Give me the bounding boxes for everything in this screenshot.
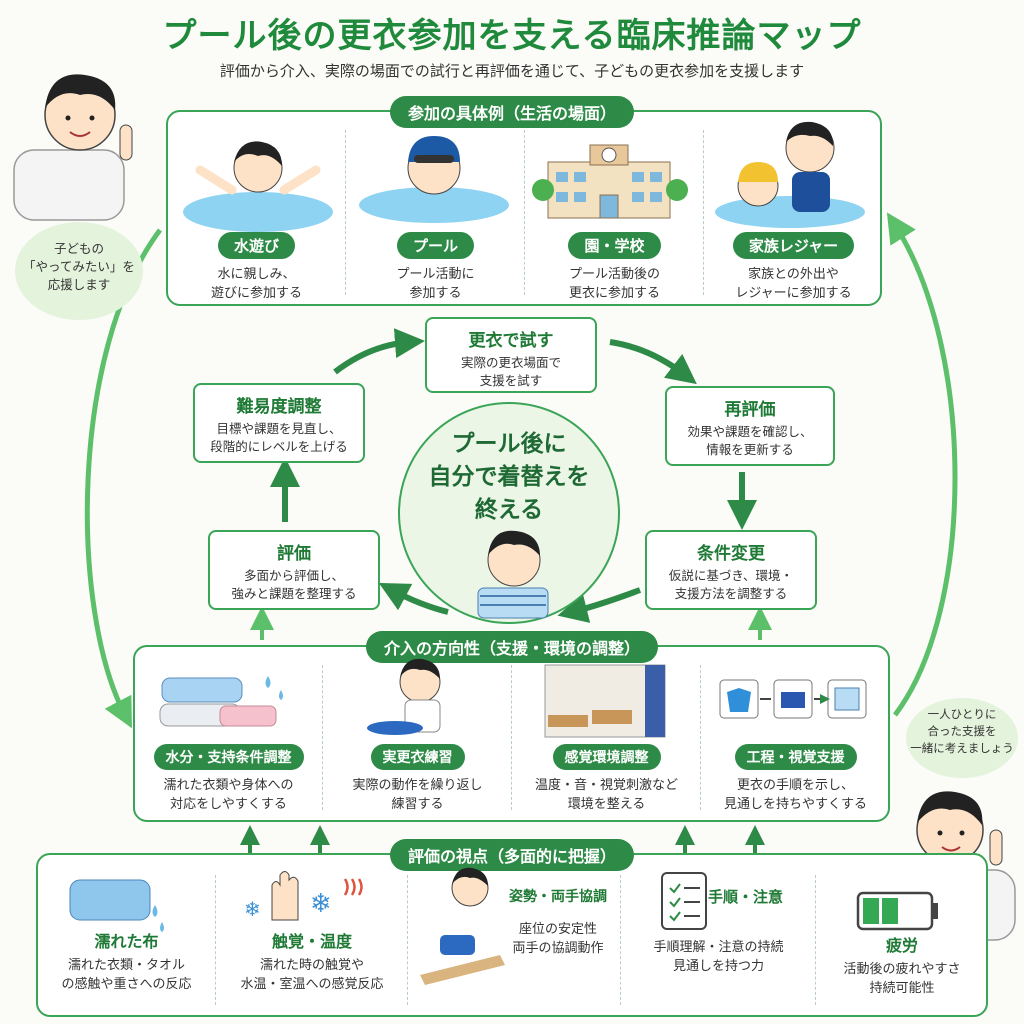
cycle-box-condition-change: 条件変更 仮説に基づき、環境・ 支援方法を調整する (645, 530, 817, 610)
assessment-item-touch-temperature: 触覚・温度 濡れた時の触覚や 水温・室温への感覚反応 (217, 928, 407, 994)
intervention-item-desc: 実際の動作を繰り返し 練習する (352, 778, 483, 812)
encouragement-bubble-right: 一人ひとりに 合った支援を 一緒に考えましょう (906, 698, 1018, 778)
intervention-item-name: 水分・支持条件調整 (153, 744, 304, 770)
cycle-box-assess: 評価 多面から評価し、 強みと課題を整理する (208, 530, 380, 610)
arrow-center-to-assess (378, 582, 449, 615)
participation-item-name: プール (396, 232, 474, 259)
cycle-box-difficulty: 難易度調整 目標や課題を見直し、 段階的にレベルを上げる (193, 383, 365, 463)
outer-loop-right-arrow (886, 212, 958, 717)
center-goal-text: プール後に 自分で着替えを 終える (428, 431, 590, 523)
participation-item-name: 水遊び (217, 232, 295, 259)
assessment-item-wet-cloth: 濡れた布 濡れた衣類・タオル の感触や重さへの反応 (38, 928, 215, 994)
intervention-item-practice: 実更衣練習 実際の動作を繰り返し 練習する (324, 744, 511, 814)
assessment-item-desc: 座位の安定性 両手の協調動作 (512, 922, 604, 956)
participation-item-family-leisure: 家族レジャー 家族との外出や レジャーに参加する (705, 232, 882, 303)
arrow-change-to-center (557, 587, 642, 623)
assessment-item-name: 疲労 (885, 936, 918, 955)
participation-item-desc: プール活動後の 更衣に参加する (568, 267, 660, 301)
assessment-item-fatigue: 疲労 活動後の疲れやすさ 持続可能性 (817, 932, 987, 998)
cycle-box-title: 更衣で試す (468, 331, 554, 351)
participation-item-desc: 家族との外出や レジャーに参加する (735, 267, 852, 301)
participation-item-water-play: 水遊び 水に親しみ、 遊びに参加する (168, 232, 345, 303)
participation-item-school: 園・学校 プール活動後の 更衣に参加する (526, 232, 703, 303)
participation-item-name: 園・学校 (568, 232, 661, 259)
cycle-box-desc: 効果や課題を確認し、 情報を更新する (687, 424, 813, 457)
assessment-item-desc: 手順理解・注意の持続 見通しを持つ力 (653, 940, 784, 974)
cycle-box-try: 更衣で試す 実際の更衣場面で 支援を試す (425, 317, 597, 393)
arrow-difficulty-to-try (333, 328, 425, 375)
intervention-item-desc: 温度・音・視覚刺激など 環境を整える (534, 778, 678, 812)
participation-item-desc: 水に親しみ、 遊びに参加する (210, 267, 302, 301)
assessment-item-desc: 濡れた衣類・タオル の感触や重さへの反応 (61, 958, 192, 992)
center-goal-circle (398, 402, 620, 624)
cycle-box-desc: 仮説に基づき、環境・ 支援方法を調整する (668, 568, 794, 601)
assessment-section-label: 評価の視点（多面的に把握） (389, 839, 635, 871)
intervention-item-process-visual: 工程・視覚支援 更衣の手順を示し、 見通しを持ちやすくする (702, 744, 889, 814)
cycle-box-title: 評価 (277, 544, 311, 564)
assessment-item-name: 触覚・温度 (271, 932, 352, 951)
intervention-item-sensory-environment: 感覚環境調整 温度・音・視覚刺激など 環境を整える (513, 744, 700, 814)
cycle-box-title: 再評価 (724, 400, 776, 420)
intervention-item-name: 感覚環境調整 (552, 744, 661, 770)
participation-section-label: 参加の具体例（生活の場面） (389, 96, 635, 128)
intervention-item-name: 工程・視覚支援 (734, 744, 857, 770)
cycle-box-desc: 実際の更衣場面で 支援を試す (460, 355, 561, 388)
intervention-item-name: 実更衣練習 (370, 744, 465, 770)
cycle-box-desc: 目標や課題を見直し、 段階的にレベルを上げる (210, 421, 348, 454)
assessment-item-procedure-title: 手順・注意 (708, 886, 808, 907)
assessment-item-name: 手順・注意 (708, 888, 784, 906)
intervention-item-desc: 濡れた衣類や身体への 対応をしやすくする (163, 778, 294, 812)
participation-item-name: 家族レジャー (732, 232, 855, 259)
intervention-item-hydration-support: 水分・支持条件調整 濡れた衣類や身体への 対応をしやすくする (135, 744, 322, 814)
page-subtitle: 評価から介入、実際の場面での試行と再評価を通じて、子どもの更衣参加を支援します (219, 62, 805, 80)
participation-item-pool: プール プール活動に 参加する (347, 232, 524, 303)
assessment-item-desc: 濡れた時の触覚や 水温・室温への感覚反応 (240, 958, 384, 992)
assessment-item-name: 濡れた布 (94, 932, 159, 951)
assessment-panel (36, 853, 988, 1017)
participation-item-desc: プール活動に 参加する (396, 267, 475, 301)
cycle-box-title: 難易度調整 (236, 397, 322, 417)
cycle-box-title: 条件変更 (697, 544, 765, 564)
assessment-item-posture: 姿勢・両手協調 座位の安定性 両手の協調動作 (498, 886, 618, 958)
page-title: プール後の更衣参加を支える臨床推論マップ (162, 16, 862, 56)
assessment-item-name: 姿勢・両手協調 (509, 889, 607, 905)
assessment-item-desc: 活動後の疲れやすさ 持続可能性 (843, 962, 961, 996)
arrow-try-to-reassess (609, 339, 697, 385)
intervention-item-desc: 更衣の手順を示し、 見通しを持ちやすくする (723, 778, 867, 812)
encouragement-bubble-left: 子どもの 「やってみたい」を 応援します (15, 222, 143, 320)
cycle-box-reassess: 再評価 効果や課題を確認し、 情報を更新する (665, 386, 835, 466)
assessment-item-procedure: 手順理解・注意の持続 見通しを持つ力 (622, 938, 815, 976)
intervention-section-label: 介入の方向性（支援・環境の調整） (365, 631, 659, 663)
cycle-box-desc: 多面から評価し、 強みと課題を整理する (231, 568, 357, 601)
